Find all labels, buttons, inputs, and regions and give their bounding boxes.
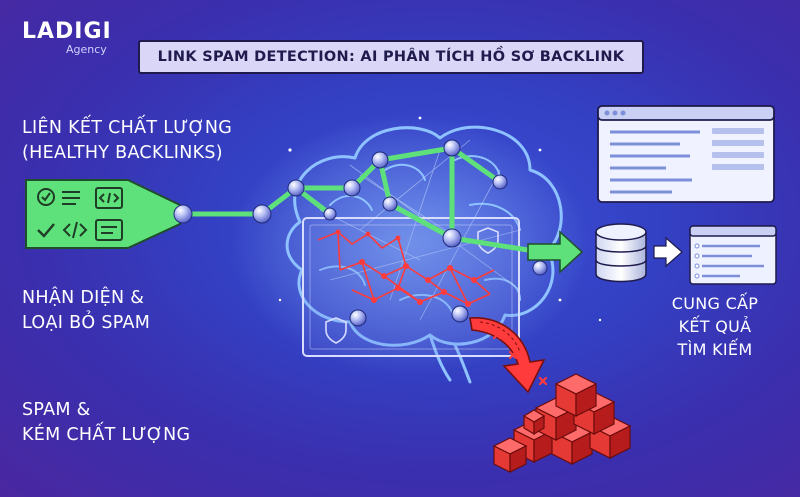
logo-sub: Agency (66, 43, 107, 56)
label-detect-remove-spam: NHẬN DIỆN & LOẠI BỎ SPAM (22, 286, 150, 336)
healthy-backlinks-funnel (25, 179, 181, 249)
list-icon (62, 191, 80, 205)
document-icon (95, 219, 123, 241)
neural-lines (319, 139, 521, 321)
label-healthy-backlinks: LIÊN KẾT CHẤT LƯỢNG (HEALTHY BACKLINKS) (22, 116, 232, 166)
database-icon (595, 223, 647, 283)
arrow-right-icon (527, 230, 584, 274)
check-icon (37, 223, 55, 238)
label-results-line1: CUNG CẤP (671, 294, 759, 313)
sparkles (278, 116, 602, 322)
page-title: LINK SPAM DETECTION: AI PHÂN TÍCH HỒ SƠ … (138, 40, 644, 74)
label-search-results: CUNG CẤP KẾT QUẢ TÌM KIẾM (640, 292, 790, 361)
spam-arrow (469, 317, 546, 394)
analysis-panel (302, 217, 520, 357)
check-icon (37, 188, 55, 206)
label-detect-line2: LOẠI BỎ SPAM (22, 313, 151, 333)
code-icon (62, 221, 88, 239)
label-healthy-line1: LIÊN KẾT CHẤT LƯỢNG (22, 118, 233, 138)
ladigi-logo[interactable]: LADIGI Agency (22, 20, 112, 56)
label-healthy-line2: (HEALTHY BACKLINKS) (22, 143, 223, 163)
arrow-right-icon (653, 236, 683, 268)
label-detect-line1: NHẬN DIỆN & (22, 288, 145, 308)
logo-brand: LADIGI (22, 19, 112, 44)
label-results-line3: TÌM KIẾM (677, 340, 753, 359)
nodes (173, 139, 548, 327)
browser-window-icon (597, 105, 775, 203)
shield-icon (325, 317, 347, 344)
spam-nodes (335, 229, 477, 307)
label-results-line2: KẾT QUẢ (678, 317, 752, 336)
cross-icon (492, 330, 548, 386)
label-spam-line1: SPAM & (22, 400, 91, 420)
code-icon (95, 187, 123, 209)
label-spam-line2: KÉM CHẤT LƯỢNG (22, 425, 191, 445)
results-window-icon (689, 225, 777, 285)
label-spam-low-quality: SPAM & KÉM CHẤT LƯỢNG (22, 398, 190, 448)
spam-cubes (492, 373, 632, 473)
